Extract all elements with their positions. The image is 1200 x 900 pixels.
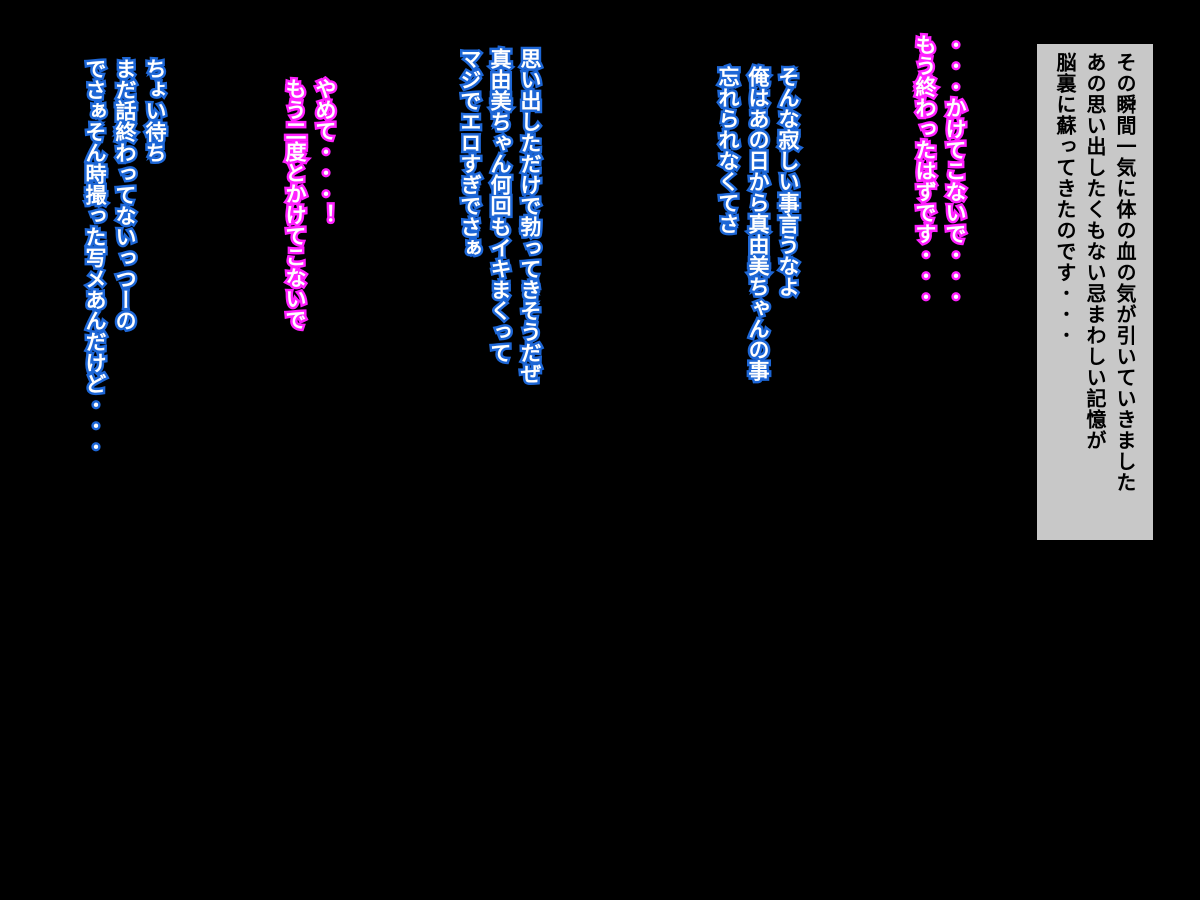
dialogue-heroine-1: ･･･かけてこないで･･･ もう終わったはずです･･･: [911, 32, 970, 310]
dialogue-caller-2: 思い出しただけで勃ってきそうだぜ 真由美ちゃん何回もイキまくって マジでエロすぎ…: [456, 46, 545, 387]
dialogue-heroine-2: やめて･･･！ もう二度とかけてこないで: [281, 76, 340, 333]
narration-text: その瞬間一気に体の血の気が引いていきました あの思い出したくもない忌まわしい記憶…: [1053, 52, 1137, 493]
dialogue-caller-1: そんな寂しい事言うなよ 俺はあの日から真由美ちゃんの事 忘れられなくてさ: [714, 64, 803, 384]
dialogue-caller-3: ちょい待ち まだ話終わってないっつーの でさぁそん時撮った写メあんだけど･･･: [81, 56, 170, 460]
narration-box: その瞬間一気に体の血の気が引いていきました あの思い出したくもない忌まわしい記憶…: [1037, 44, 1153, 540]
